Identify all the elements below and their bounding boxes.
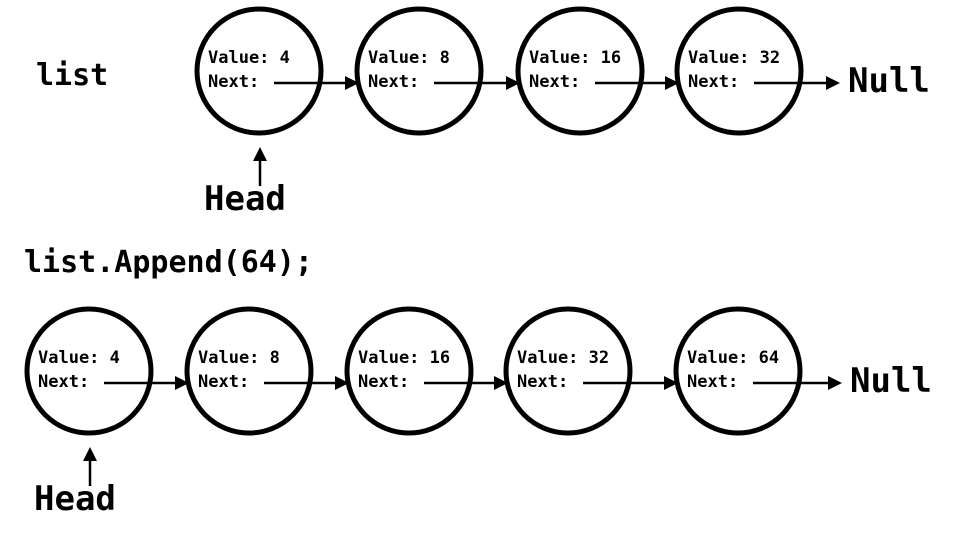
node-value-label: Value: 16 — [358, 348, 450, 368]
node-circle — [194, 6, 324, 136]
node-value-label: Value: 32 — [688, 48, 780, 68]
null-terminal: Null — [848, 61, 930, 101]
node-value-label: Value: 4 — [38, 348, 120, 368]
node-value-label: Value: 64 — [687, 348, 779, 368]
arrow-head — [335, 376, 349, 390]
null-pointer-arrow — [753, 376, 842, 390]
linked-list-2: list.Append(64); Value: 4 Next: Value: 8 Nex… — [24, 245, 932, 519]
next-pointer-arrow — [104, 376, 189, 390]
list-node: Value: 4 Next: — [24, 306, 189, 436]
next-pointer-arrow — [583, 376, 678, 390]
next-pointer-arrow — [274, 76, 359, 90]
node-circle — [673, 306, 803, 436]
node-value-label: Value: 8 — [198, 348, 280, 368]
null-terminal: Null — [850, 361, 932, 401]
list-node: Value: 16 Next: — [515, 6, 679, 136]
arrow-head — [83, 447, 97, 461]
next-pointer-arrow — [595, 76, 679, 90]
arrow-head — [506, 76, 520, 90]
node-next-label: Next: — [687, 372, 738, 392]
head-pointer-arrow — [253, 147, 267, 186]
node-next-label: Next: — [529, 72, 580, 92]
list-node: Value: 16 Next: — [344, 306, 508, 436]
node-circle — [674, 6, 804, 136]
node-next-label: Next: — [208, 72, 259, 92]
next-pointer-arrow — [434, 76, 520, 90]
node-circle — [184, 306, 314, 436]
head-pointer-arrow — [83, 447, 97, 486]
list-node: Value: 8 Next: — [354, 6, 520, 136]
next-pointer-arrow — [264, 376, 349, 390]
linked-list-1: list Value: 4 Next: Value: 8 Next: Value: 16 N… — [36, 6, 930, 219]
list-caption: list — [36, 58, 108, 93]
node-next-label: Next: — [198, 372, 249, 392]
node-value-label: Value: 32 — [517, 348, 609, 368]
arrow-head — [664, 376, 678, 390]
arrow-head — [253, 147, 267, 161]
list-caption: list.Append(64); — [24, 245, 313, 280]
node-circle — [354, 6, 484, 136]
arrow-head — [665, 76, 679, 90]
arrow-head — [494, 376, 508, 390]
node-circle — [24, 306, 154, 436]
node-circle — [344, 306, 474, 436]
list-node: Value: 32 Next: — [674, 6, 840, 136]
node-next-label: Next: — [517, 372, 568, 392]
node-circle — [503, 306, 633, 436]
list-node: Value: 8 Next: — [184, 306, 349, 436]
arrow-head — [175, 376, 189, 390]
list-node: Value: 4 Next: — [194, 6, 359, 136]
node-next-label: Next: — [358, 372, 409, 392]
node-next-label: Next: — [38, 372, 89, 392]
node-value-label: Value: 8 — [368, 48, 450, 68]
list-node: Value: 64 Next: — [673, 306, 842, 436]
head-label: Head — [204, 179, 286, 219]
node-next-label: Next: — [688, 72, 739, 92]
next-pointer-arrow — [424, 376, 508, 390]
arrow-head — [826, 76, 840, 90]
node-circle — [515, 6, 645, 136]
null-pointer-arrow — [754, 76, 840, 90]
arrow-head — [828, 376, 842, 390]
node-value-label: Value: 16 — [529, 48, 621, 68]
arrow-head — [345, 76, 359, 90]
node-next-label: Next: — [368, 72, 419, 92]
head-label: Head — [34, 479, 116, 519]
node-value-label: Value: 4 — [208, 48, 290, 68]
list-node: Value: 32 Next: — [503, 306, 678, 436]
